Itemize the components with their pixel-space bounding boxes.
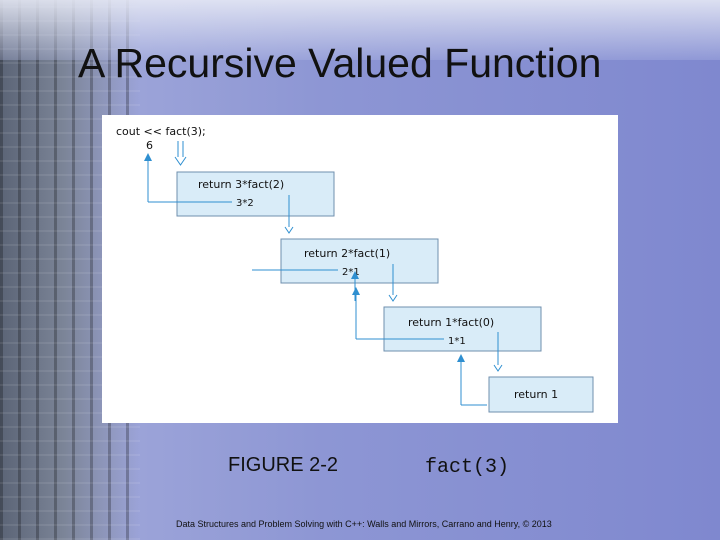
frame-code-1: return 3*fact(2)	[198, 178, 284, 191]
recursion-diagram: cout << fact(3); 6 return 3*fact(2) 3*2 …	[116, 125, 594, 413]
figure-caption-label: FIGURE 2-2	[228, 454, 339, 476]
call-arrow-4	[493, 332, 503, 372]
final-result: 6	[146, 139, 153, 152]
frame-value-1: 3*2	[236, 198, 254, 209]
frame-box-3	[383, 306, 542, 352]
frame-box-2	[280, 238, 439, 284]
slide-title: A Recursive Valued Function	[78, 40, 602, 86]
call-text: cout << fact(3);	[116, 125, 206, 138]
background-highlight	[0, 0, 720, 60]
return-arrow-1	[144, 153, 232, 203]
frame-box-4	[488, 376, 594, 413]
call-arrow-2	[284, 195, 294, 234]
slide-footer: Data Structures and Problem Solving with…	[176, 519, 552, 529]
frame-code-3: return 1*fact(0)	[408, 316, 494, 329]
figure-caption-code: fact(3)	[425, 456, 510, 479]
return-arrow-3	[352, 287, 444, 340]
frame-value-3: 1*1	[448, 336, 466, 347]
call-arrow-3	[388, 264, 398, 302]
call-arrow-1	[174, 141, 187, 166]
frame-code-4: return 1	[514, 388, 558, 401]
frame-code-2: return 2*fact(1)	[304, 247, 390, 260]
frame-value-2: 2*1	[342, 267, 360, 278]
return-arrow-4	[457, 354, 487, 406]
figure-panel: cout << fact(3); 6 return 3*fact(2) 3*2 …	[102, 115, 618, 423]
frame-box-1	[176, 171, 335, 217]
